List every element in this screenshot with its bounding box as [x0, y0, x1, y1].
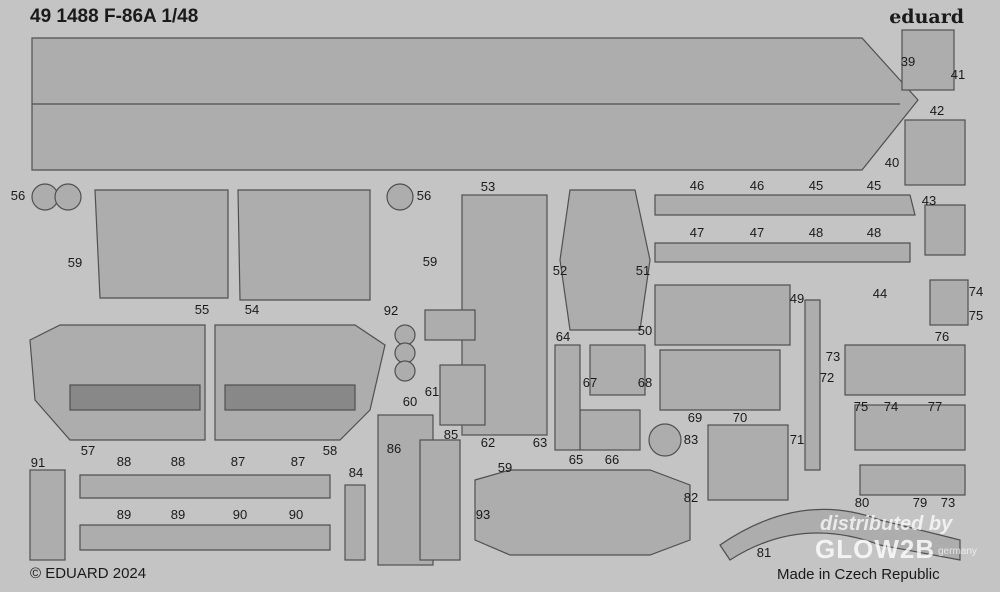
part-number-label: 71	[789, 432, 805, 447]
part-number-label: 74	[883, 399, 899, 414]
part-number-label: 87	[230, 454, 246, 469]
part-number-label: 80	[854, 495, 870, 510]
part-82-93	[474, 469, 691, 556]
part-number-label: 82	[683, 490, 699, 505]
watermark-logo: GLOW2B	[815, 534, 936, 564]
part-number-label: 48	[808, 225, 824, 240]
part-number-label: 73	[940, 495, 956, 510]
watermark-line3: germany	[938, 546, 977, 557]
part-number-label: 61	[424, 384, 440, 399]
part-number-label: 40	[884, 155, 900, 170]
origin-text: Made in Czech Republic	[777, 566, 940, 583]
part-number-label: 67	[582, 375, 598, 390]
part-number-label: 75	[853, 399, 869, 414]
part-number-label: 72	[819, 370, 835, 385]
part-number-label: 90	[288, 507, 304, 522]
part-number-label: 44	[872, 286, 888, 301]
part-number-label: 85	[443, 427, 459, 442]
part-number-label: 54	[244, 302, 260, 317]
part-52-51	[559, 189, 651, 331]
part-number-label: 53	[480, 179, 496, 194]
part-number-label: 63	[532, 435, 548, 450]
part-number-label: 91	[30, 455, 46, 470]
part-number-label: 75	[968, 308, 984, 323]
part-number-label: 58	[322, 443, 338, 458]
part-number-label: 59	[67, 255, 83, 270]
part-number-label: 89	[116, 507, 132, 522]
part-number-label: 76	[934, 329, 950, 344]
part-number-label: 64	[555, 329, 571, 344]
part-number-label: 56	[416, 188, 432, 203]
part-number-label: 89	[170, 507, 186, 522]
part-number-label: 45	[808, 178, 824, 193]
part-number-label: 77	[927, 399, 943, 414]
part-number-label: 66	[604, 452, 620, 467]
watermark-line1: distributed by	[820, 513, 953, 535]
part-number-label: 46	[689, 178, 705, 193]
part-number-label: 57	[80, 443, 96, 458]
part-number-label: 65	[568, 452, 584, 467]
part-number-label: 92	[383, 303, 399, 318]
part-number-label: 56	[10, 188, 26, 203]
part-number-label: 51	[635, 263, 651, 278]
part-58	[214, 324, 386, 441]
part-number-label: 83	[683, 432, 699, 447]
part-number-label: 87	[290, 454, 306, 469]
part-number-label: 50	[637, 323, 653, 338]
part-number-label: 49	[789, 291, 805, 306]
part-81	[719, 508, 961, 561]
part-number-label: 88	[170, 454, 186, 469]
part-number-label: 59	[497, 460, 513, 475]
part-number-label: 47	[749, 225, 765, 240]
part-number-label: 69	[687, 410, 703, 425]
part-number-label: 86	[386, 441, 402, 456]
part-number-label: 48	[866, 225, 882, 240]
part-number-label: 73	[825, 349, 841, 364]
part-number-label: 59	[422, 254, 438, 269]
part-42-40	[904, 119, 966, 186]
fret-title: 49 1488 F-86A 1/48	[30, 6, 199, 27]
part-number-label: 62	[480, 435, 496, 450]
part-number-label: 52	[552, 263, 568, 278]
part-number-label: 46	[749, 178, 765, 193]
part-number-label: 68	[637, 375, 653, 390]
part-39-41	[901, 29, 955, 91]
part-number-label: 60	[402, 394, 418, 409]
part-number-label: 55	[194, 302, 210, 317]
part-number-label: 47	[689, 225, 705, 240]
part-number-label: 79	[912, 495, 928, 510]
part-number-label: 90	[232, 507, 248, 522]
part-number-label: 74	[968, 284, 984, 299]
brand-logo: eduard	[889, 6, 964, 28]
part-number-label: 41	[950, 67, 966, 82]
part-number-label: 81	[756, 545, 772, 560]
part-number-label: 42	[929, 103, 945, 118]
copyright-text: © EDUARD 2024	[30, 565, 147, 582]
part-number-label: 70	[732, 410, 748, 425]
part-number-label: 93	[475, 507, 491, 522]
part-number-label: 45	[866, 178, 882, 193]
part-55	[94, 189, 229, 299]
part-number-label: 43	[921, 193, 937, 208]
part-57	[29, 324, 206, 441]
part-54	[237, 189, 371, 301]
part-number-label: 88	[116, 454, 132, 469]
part-number-label: 39	[900, 54, 916, 69]
part-number-label: 84	[348, 465, 364, 480]
